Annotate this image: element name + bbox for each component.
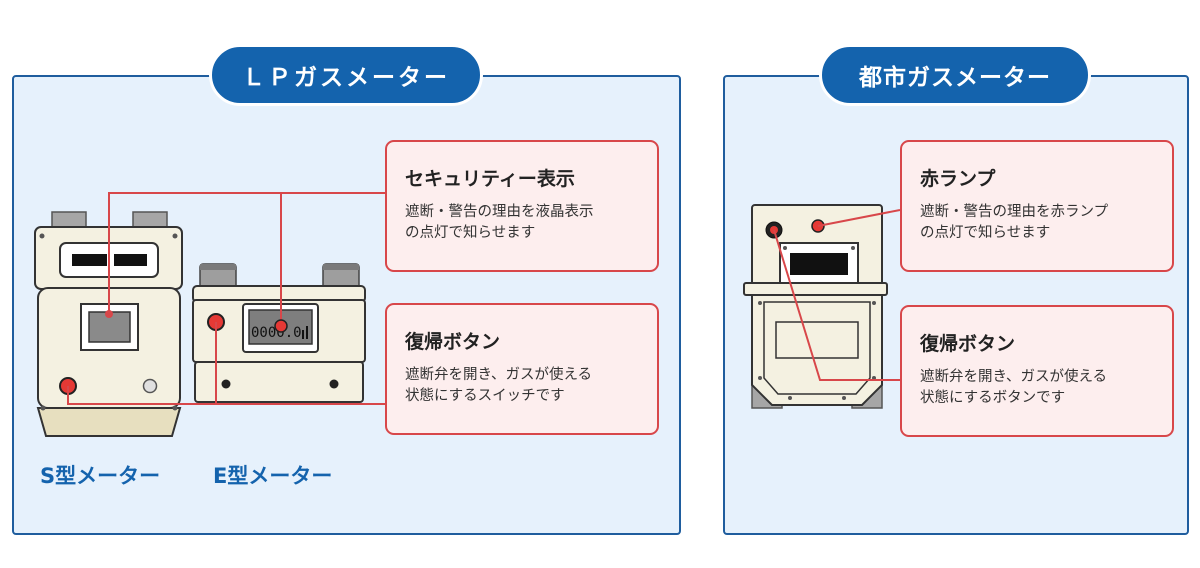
callout-description-line1: 遮断弁を開き、ガスが使える: [920, 369, 1108, 385]
e-type-meter-label: E型メーター: [213, 464, 333, 488]
callout-title: 復帰ボタン: [920, 333, 1016, 355]
lp-gas-meter-title: ＬＰガスメーター: [209, 44, 483, 106]
callout-description-line2: 状態にするスイッチです: [405, 388, 565, 404]
lcd-reading: 0000.0: [251, 325, 302, 341]
security-display-callout: セキュリティー表示 遮断・警告の理由を液晶表示 の点灯で知らせます: [385, 140, 659, 272]
callout-description-line1: 遮断弁を開き、ガスが使える: [405, 367, 593, 383]
s-type-meter-label: S型メーター: [40, 464, 161, 488]
callout-description-line1: 遮断・警告の理由を液晶表示: [405, 204, 594, 220]
red-lamp-callout: 赤ランプ 遮断・警告の理由を赤ランプ の点灯で知らせます: [900, 140, 1174, 272]
lp-reset-button-callout: 復帰ボタン 遮断弁を開き、ガスが使える 状態にするスイッチです: [385, 303, 659, 435]
callout-title: 赤ランプ: [920, 168, 996, 190]
leader-lines: [67, 192, 901, 405]
city-gas-meter-icon: [743, 204, 888, 409]
city-reset-button-callout: 復帰ボタン 遮断弁を開き、ガスが使える 状態にするボタンです: [900, 305, 1174, 437]
e-type-meter-icon: 0000.0: [192, 263, 366, 403]
callout-description-line2: の点灯で知らせます: [405, 225, 536, 241]
city-gas-meter-title: 都市ガスメーター: [819, 44, 1091, 106]
callout-title: 復帰ボタン: [405, 331, 501, 353]
callout-description-line1: 遮断・警告の理由を赤ランプ: [920, 204, 1109, 220]
callout-description-line2: 状態にするボタンです: [920, 390, 1066, 406]
callout-title: セキュリティー表示: [405, 168, 575, 190]
callout-description-line2: の点灯で知らせます: [920, 225, 1051, 241]
